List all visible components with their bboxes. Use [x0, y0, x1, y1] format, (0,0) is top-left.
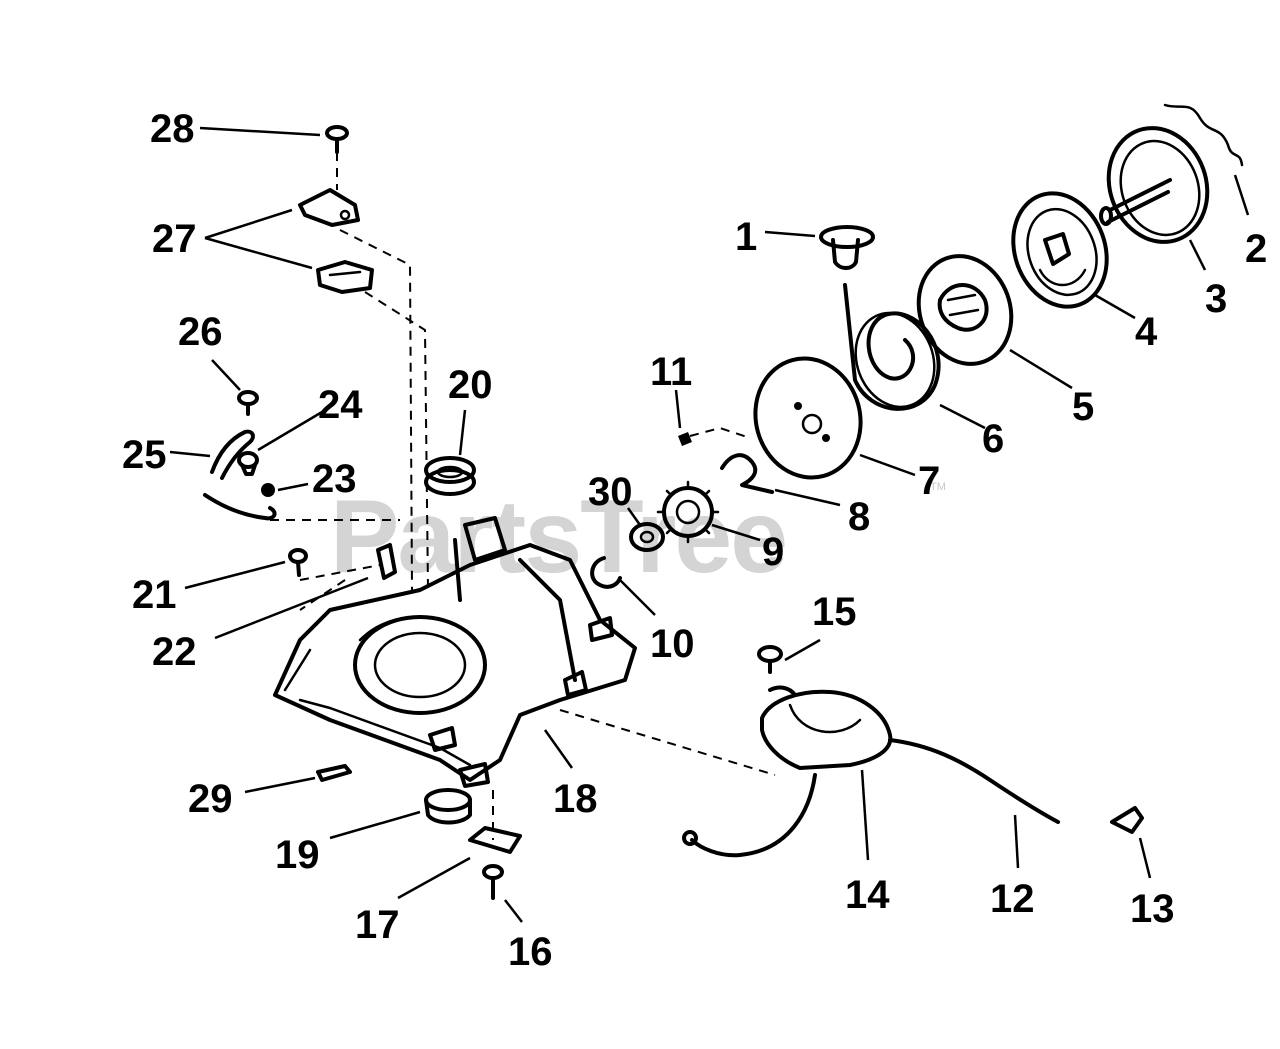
part-25-link-arm[interactable] [210, 429, 255, 480]
part-27-bracket-lower[interactable] [316, 260, 374, 294]
callout-9[interactable]: 9 [762, 530, 784, 574]
part-17-plate[interactable] [468, 826, 522, 854]
part-1-handle[interactable] [819, 225, 875, 270]
part-25-lower-arm[interactable] [203, 493, 277, 521]
callout-1[interactable]: 1 [735, 215, 757, 259]
part-24-bushing[interactable] [237, 451, 259, 476]
part-5-pawl-plate[interactable] [904, 243, 1026, 377]
part-11-screw[interactable] [678, 432, 692, 446]
part-2-starter-rope[interactable] [1163, 103, 1244, 167]
callout-13[interactable]: 13 [1130, 887, 1175, 931]
callout-10[interactable]: 10 [650, 622, 695, 666]
part-7-disc-plate[interactable] [742, 347, 874, 490]
part-27-bracket-upper[interactable] [298, 188, 360, 227]
callout-labels: 1 2 3 4 5 6 7 8 9 10 11 12 13 14 15 16 1… [122, 107, 1267, 974]
callout-21[interactable]: 21 [132, 573, 177, 617]
callout-22[interactable]: 22 [152, 630, 197, 674]
part-18-base-housing[interactable] [273, 516, 637, 788]
part-14-switch-body[interactable] [682, 685, 893, 858]
part-12-cable[interactable] [888, 738, 1060, 824]
callout-12[interactable]: 12 [990, 877, 1035, 921]
part-28-screw[interactable] [325, 125, 349, 154]
dashed-alignment-lines [270, 152, 776, 840]
part-29-pin[interactable] [316, 764, 352, 782]
callout-8[interactable]: 8 [848, 495, 870, 539]
callout-11[interactable]: 11 [650, 350, 692, 394]
callout-17[interactable]: 17 [355, 903, 400, 947]
part-23-nut[interactable] [261, 483, 275, 497]
callout-30[interactable]: 30 [588, 470, 633, 514]
callout-27[interactable]: 27 [152, 217, 197, 261]
leader-lines [169, 126, 1250, 923]
callout-5[interactable]: 5 [1072, 385, 1094, 429]
callout-4[interactable]: 4 [1135, 310, 1158, 354]
part-13-clamp[interactable] [1110, 806, 1144, 834]
callout-7[interactable]: 7 [918, 459, 940, 503]
part-22-pin[interactable] [376, 543, 397, 580]
part-9-gear[interactable] [656, 480, 720, 544]
callout-19[interactable]: 19 [275, 833, 320, 877]
watermark-trademark: TM [930, 481, 946, 493]
callout-2[interactable]: 2 [1245, 227, 1267, 271]
part-16-bolt[interactable] [482, 864, 504, 900]
callout-20[interactable]: 20 [448, 363, 493, 407]
part-30-washer[interactable] [629, 522, 665, 552]
callout-16[interactable]: 16 [508, 930, 553, 974]
callout-15[interactable]: 15 [812, 590, 857, 634]
callout-25[interactable]: 25 [122, 433, 167, 477]
part-3-pulley[interactable] [1093, 114, 1223, 256]
watermark-text: PartsTree [330, 479, 786, 595]
callout-29[interactable]: 29 [188, 777, 233, 821]
callout-18[interactable]: 18 [553, 777, 598, 821]
callout-3[interactable]: 3 [1205, 277, 1227, 321]
part-8-wire-spring[interactable] [720, 453, 774, 494]
part-6-recoil-spring[interactable] [843, 283, 947, 418]
part-26-screw[interactable] [237, 390, 259, 416]
callout-14[interactable]: 14 [845, 873, 890, 917]
part-10-clip[interactable] [590, 556, 622, 589]
part-4-spring-housing[interactable] [998, 180, 1122, 320]
part-15-screw[interactable] [757, 645, 783, 674]
callout-26[interactable]: 26 [178, 310, 223, 354]
callout-23[interactable]: 23 [312, 457, 357, 501]
callout-28[interactable]: 28 [150, 107, 195, 151]
part-19-bushing[interactable] [424, 788, 472, 825]
part-21-screw[interactable] [288, 548, 308, 577]
callout-24[interactable]: 24 [318, 383, 363, 427]
callout-6[interactable]: 6 [982, 417, 1004, 461]
